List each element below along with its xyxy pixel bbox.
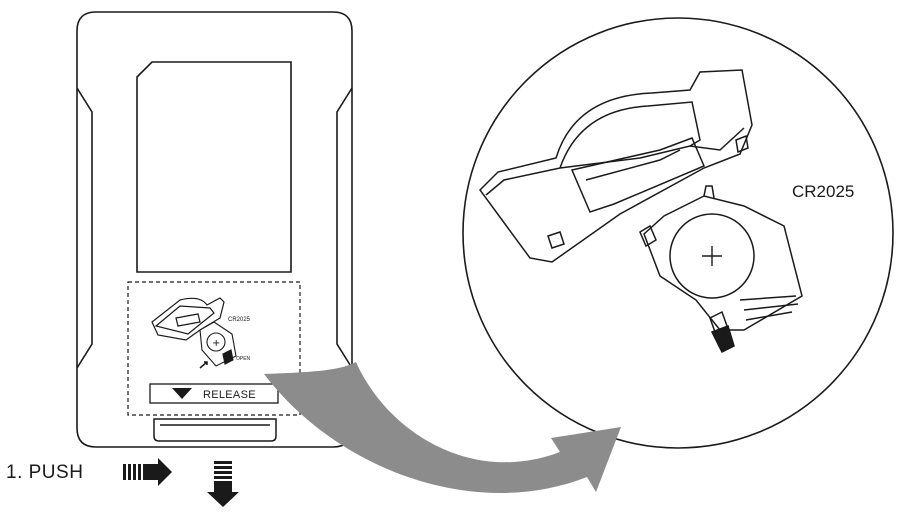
open-arrow-icon: [199, 361, 208, 369]
large-battery-holder: [639, 185, 803, 354]
battery-type-label: CR2025: [792, 182, 855, 201]
small-battery-holder: [199, 321, 237, 367]
release-label: RELEASE: [203, 389, 256, 401]
bottom-latch: [153, 418, 277, 442]
curved-arrow-icon: [264, 362, 621, 493]
push-right-arrow-icon: [123, 458, 172, 486]
release-triangle-icon: [172, 388, 192, 399]
open-label: OPEN: [236, 356, 251, 362]
small-battery-type-label: CR2025: [228, 317, 251, 323]
device-body: [76, 11, 353, 448]
push-step-label: 1. PUSH: [6, 462, 84, 483]
push-down-arrow-icon: [207, 461, 239, 507]
small-battery-plus-icon: +: [212, 338, 220, 349]
battery-plus-icon: [702, 246, 722, 266]
battery-panel-outline: [127, 281, 301, 416]
large-tray-illustration: [479, 69, 753, 263]
device-screen: [136, 61, 292, 273]
